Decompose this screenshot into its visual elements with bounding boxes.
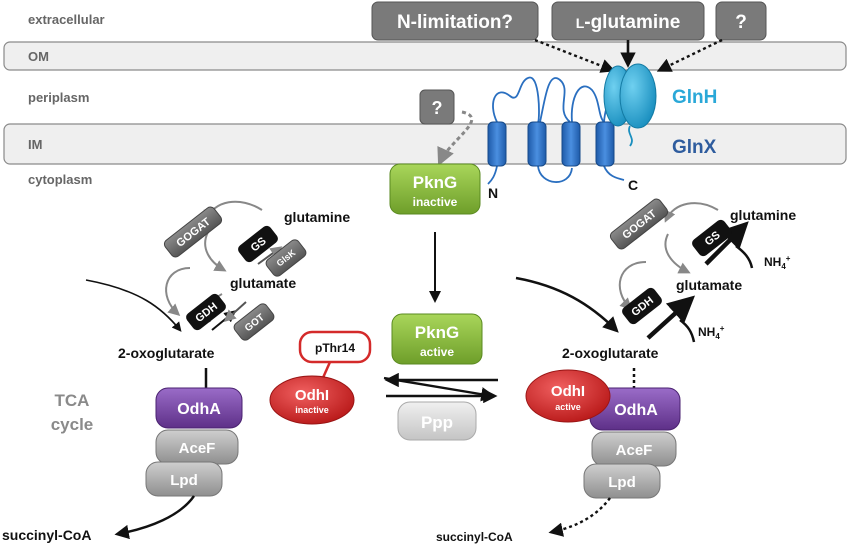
right-nh4-gdh-label: NH4+	[698, 324, 725, 341]
left-glutamine-label: glutamine	[284, 209, 350, 225]
pkng-inactive-state: inactive	[413, 195, 458, 209]
pthr14-tag	[298, 330, 372, 364]
pkng-active-state: active	[420, 345, 454, 359]
periplasm-signal-arrow	[437, 110, 473, 167]
right-glutamine-label: glutamine	[730, 207, 796, 223]
left-glsk-box	[265, 239, 307, 277]
unknown-signal-label: ?	[735, 12, 747, 33]
left-gdh-box	[186, 293, 226, 331]
label-om: OM	[28, 49, 49, 64]
tca-label-line1: TCA	[55, 391, 90, 410]
glnx-n-terminus: N	[488, 185, 498, 201]
glnh-protein	[603, 63, 657, 147]
odhi-inactive-blob	[269, 375, 355, 425]
left-oxoglutarate-label: 2-oxoglutarate	[118, 345, 215, 361]
right-acef-label: AceF	[616, 442, 653, 459]
right-odha-label: OdhA	[614, 402, 658, 419]
left-glutamate-label: glutamate	[230, 275, 296, 291]
right-succinyl-arrow	[548, 497, 611, 537]
glnx-c-terminus: C	[628, 177, 638, 193]
right-lpd-label: Lpd	[608, 474, 636, 491]
right-gogat-box	[609, 198, 669, 250]
odhi-inactive-state: inactive	[295, 405, 329, 415]
unknown-signal-box	[715, 1, 767, 41]
pkng-active-box	[391, 313, 483, 365]
left-odha-label: OdhA	[177, 401, 221, 418]
right-gs-box	[692, 219, 732, 257]
left-lpd-box	[145, 461, 223, 497]
n-limitation-label: N-limitation?	[397, 12, 513, 33]
odhi-active-blob	[525, 369, 611, 423]
tca-label-line2: cycle	[51, 415, 94, 434]
left-lpd-label: Lpd	[170, 472, 198, 489]
left-gogat-cycle	[85, 200, 283, 332]
glutamine-signal-label: L-glutamine	[576, 12, 681, 33]
right-gdh-box	[622, 287, 662, 325]
right-oxoglutarate-label: 2-oxoglutarate	[562, 345, 659, 361]
left-gogat-box	[163, 206, 223, 258]
odhi-active-name: OdhI	[551, 383, 585, 400]
n-limitation-box	[371, 1, 539, 41]
odhi-active-state: active	[555, 402, 581, 412]
right-gogat-cycle	[515, 202, 754, 343]
label-im: IM	[28, 137, 42, 152]
inner-membrane	[3, 123, 847, 165]
right-nh4-gs-label: NH4+	[764, 254, 791, 271]
label-periplasm: periplasm	[28, 90, 89, 105]
right-lpd-box	[583, 463, 661, 499]
glnh-label: GlnH	[672, 87, 717, 108]
pkng-inactive-box	[389, 163, 481, 215]
pkng-inactive-name: PknG	[413, 173, 457, 192]
unknown-periplasm-box	[419, 89, 455, 125]
pkng-active-name: PknG	[415, 323, 459, 342]
ppp-label: Ppp	[421, 413, 453, 432]
left-got-box	[233, 303, 275, 341]
n-limitation-arrow	[534, 38, 616, 73]
left-gs-box	[238, 225, 278, 263]
right-succinyl-label: succinyl-CoA	[436, 530, 513, 544]
right-glutamate-label: glutamate	[676, 277, 742, 293]
left-odha-box	[155, 387, 243, 429]
unknown-periplasm-label: ?	[432, 98, 443, 118]
label-extracellular: extracellular	[28, 12, 105, 27]
odhi-inactive-name: OdhI	[295, 387, 329, 404]
left-succinyl-label: succinyl-CoA	[2, 527, 91, 543]
pthr14-label: pThr14	[315, 341, 355, 355]
outer-membrane	[3, 41, 847, 71]
left-succinyl-arrow	[114, 495, 195, 540]
ppp-box	[397, 401, 477, 441]
glnx-label: GlnX	[672, 137, 717, 158]
left-acef-label: AceF	[179, 440, 216, 457]
label-cytoplasm: cytoplasm	[28, 172, 92, 187]
